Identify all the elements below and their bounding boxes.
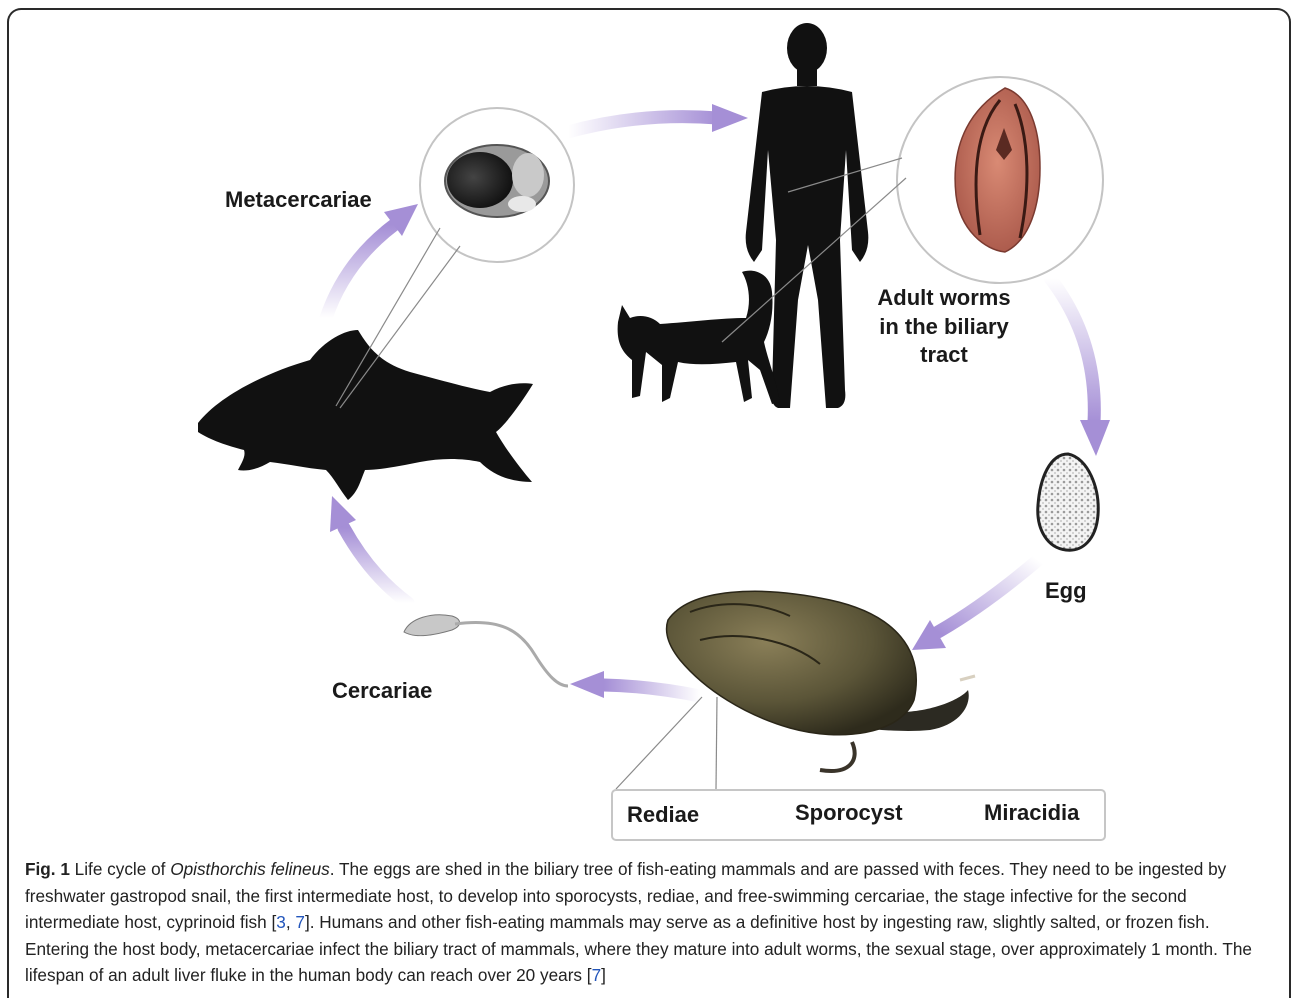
figure-caption: Fig. 1 Life cycle of Opisthorchis feline… — [25, 856, 1275, 989]
life-cycle-diagram — [0, 0, 1293, 850]
egg-icon — [1038, 454, 1098, 550]
arrow-fish-to-metacercariae — [326, 204, 418, 318]
label-metacercariae: Metacercariae — [225, 186, 372, 215]
label-rediae: Rediae — [627, 801, 699, 830]
caption-text-3: , — [286, 912, 296, 932]
caption-text-5: ] — [601, 965, 606, 985]
caption-ref-link[interactable]: 7 — [592, 965, 602, 985]
arrow-cercariae-to-fish — [330, 496, 408, 603]
arrow-fish-to-human — [568, 104, 748, 132]
caption-fig-label: Fig. 1 — [25, 859, 70, 879]
label-adult-worms: Adult worms in the biliary tract — [866, 284, 1022, 370]
arrow-worms-to-egg — [1050, 278, 1110, 456]
label-sporocyst: Sporocyst — [795, 799, 903, 828]
cercaria-icon — [404, 615, 568, 686]
caption-ref-link[interactable]: 7 — [295, 912, 305, 932]
label-adult-worms-line3: tract — [866, 341, 1022, 370]
arrow-egg-to-snail — [912, 560, 1038, 650]
arrow-snail-to-cercariae — [570, 671, 700, 698]
label-adult-worms-line2: in the biliary — [866, 313, 1022, 342]
cat-silhouette-icon — [618, 271, 780, 404]
label-cercariae: Cercariae — [332, 677, 432, 706]
caption-text-1: Life cycle of — [70, 859, 170, 879]
label-adult-worms-line1: Adult worms — [866, 284, 1022, 313]
caption-species: Opisthorchis felineus — [170, 859, 330, 879]
caption-ref-link[interactable]: 3 — [276, 912, 286, 932]
label-egg: Egg — [1045, 577, 1087, 606]
label-miracidia: Miracidia — [984, 799, 1079, 828]
